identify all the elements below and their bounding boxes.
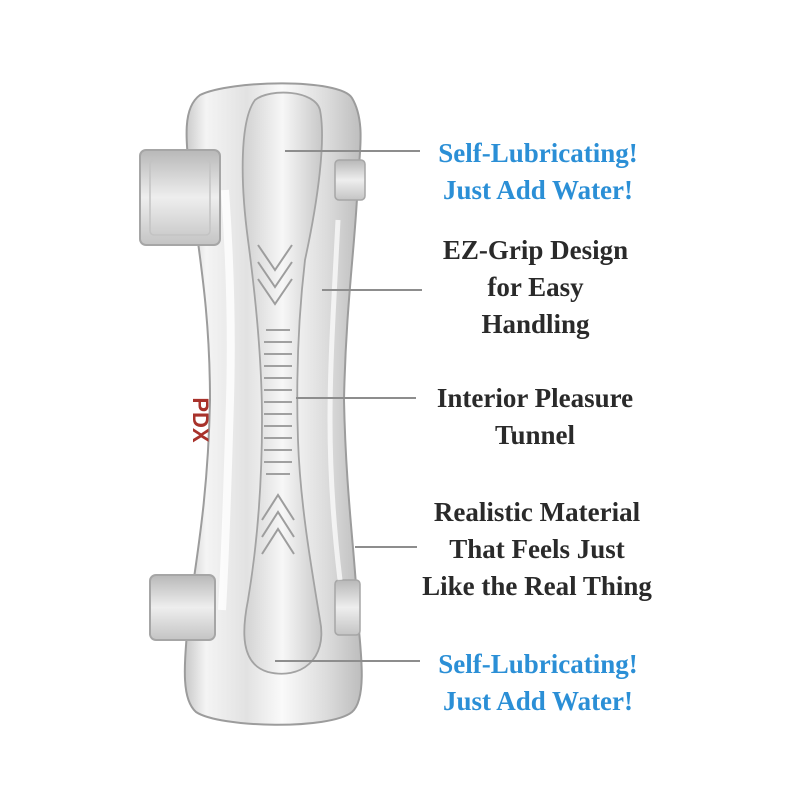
callout-tunnel: Interior Pleasure Tunnel [422,380,648,454]
callout-material: Realistic Material That Feels Just Like … [412,494,662,605]
callout-grip: EZ-Grip Design for Easy Handling [428,232,643,343]
svg-text:PDX: PDX [188,397,213,443]
callout-grip-line-3: Handling [481,309,590,339]
callout-grip-line-2: for Easy [487,272,584,302]
leader-line-material [355,546,417,548]
bottom-cap [149,574,216,641]
leader-line-top [285,150,420,152]
callout-bottom: Self-Lubricating! Just Add Water! [428,646,648,720]
callout-material-line-2: That Feels Just [449,534,625,564]
callout-bottom-line-1: Self-Lubricating! [438,649,638,679]
grip-pattern [257,244,295,555]
brand-mark-logo: PDX [188,397,213,443]
callout-material-line-1: Realistic Material [433,497,641,527]
callout-grip-line-1: EZ-Grip Design [442,235,629,265]
leader-line-bottom [275,660,420,662]
callout-top: Self-Lubricating! Just Add Water! [428,135,648,209]
inner-sleeve [241,91,323,675]
top-cap [139,149,221,246]
leader-line-tunnel [296,397,416,399]
callout-top-line-1: Self-Lubricating! [438,138,638,168]
callout-tunnel-line-1: Interior Pleasure [436,383,634,413]
leader-line-grip [322,289,422,291]
callout-bottom-line-2: Just Add Water! [442,686,634,716]
callout-material-line-3: Like the Real Thing [422,571,652,601]
callout-tunnel-line-2: Tunnel [494,420,576,450]
tunnel-ribs [264,329,292,475]
callout-top-line-2: Just Add Water! [442,175,634,205]
